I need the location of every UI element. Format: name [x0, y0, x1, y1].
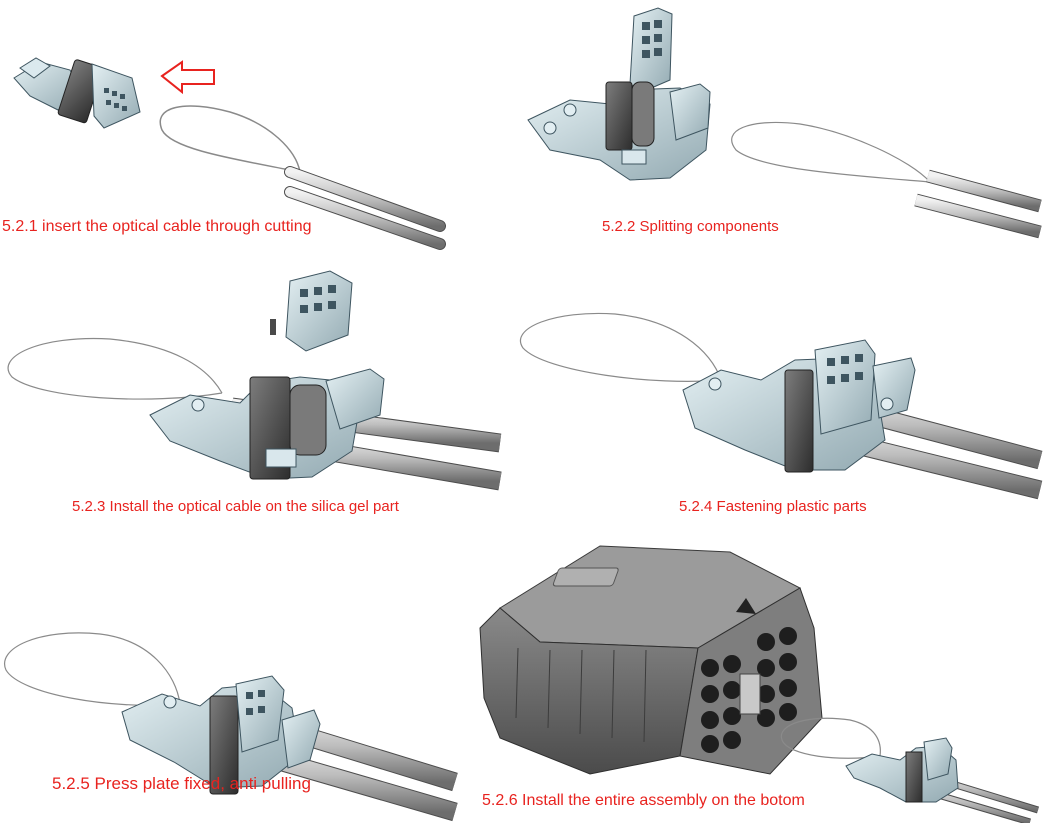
step-panel-3: 5.2.3 Install the optical cable on the s…	[0, 265, 505, 525]
step-3-illustration	[7, 270, 502, 491]
cable-clamp	[682, 339, 916, 473]
cable-clamp	[845, 737, 959, 803]
fiber-loop	[7, 337, 223, 400]
insert-direction-arrow-icon	[160, 60, 215, 95]
cable-clamp	[13, 57, 141, 129]
step-caption: 5.2.4 Fastening plastic parts	[679, 498, 867, 515]
closure-box	[479, 545, 823, 775]
step-caption: 5.2.5 Press plate fixed, anti pulling	[52, 774, 311, 793]
step-2-illustration	[527, 7, 1042, 239]
step-4-illustration	[520, 312, 1043, 500]
fiber-loop	[780, 717, 881, 759]
optical-cable	[914, 169, 1042, 239]
cable-clamp	[527, 7, 711, 181]
step-1-illustration	[13, 57, 446, 250]
step-6-illustration	[479, 545, 1040, 823]
optical-cable	[284, 166, 446, 250]
step-caption: 5.2.1 insert the optical cable through c…	[2, 218, 312, 235]
fiber-loop	[520, 312, 722, 382]
step-caption: 5.2.6 Install the entire assembly on the…	[482, 792, 805, 809]
cable-clamp	[121, 675, 321, 795]
fiber-loop	[731, 121, 931, 183]
step-caption: 5.2.2 Splitting components	[602, 218, 779, 235]
fiber-loop	[159, 105, 301, 173]
step-5-illustration	[4, 632, 458, 822]
step-panel-4: 5.2.4 Fastening plastic parts	[515, 300, 1045, 525]
step-panel-6: 5.2.6 Install the entire assembly on the…	[470, 538, 1045, 823]
cable-clamp	[149, 270, 385, 480]
step-caption: 5.2.3 Install the optical cable on the s…	[72, 498, 399, 515]
step-panel-1: 5.2.1 insert the optical cable through c…	[0, 0, 450, 250]
step-panel-2: 5.2.2 Splitting components	[510, 0, 1042, 250]
fiber-loop	[4, 632, 181, 706]
step-panel-5: 5.2.5 Press plate fixed, anti pulling	[0, 600, 460, 823]
